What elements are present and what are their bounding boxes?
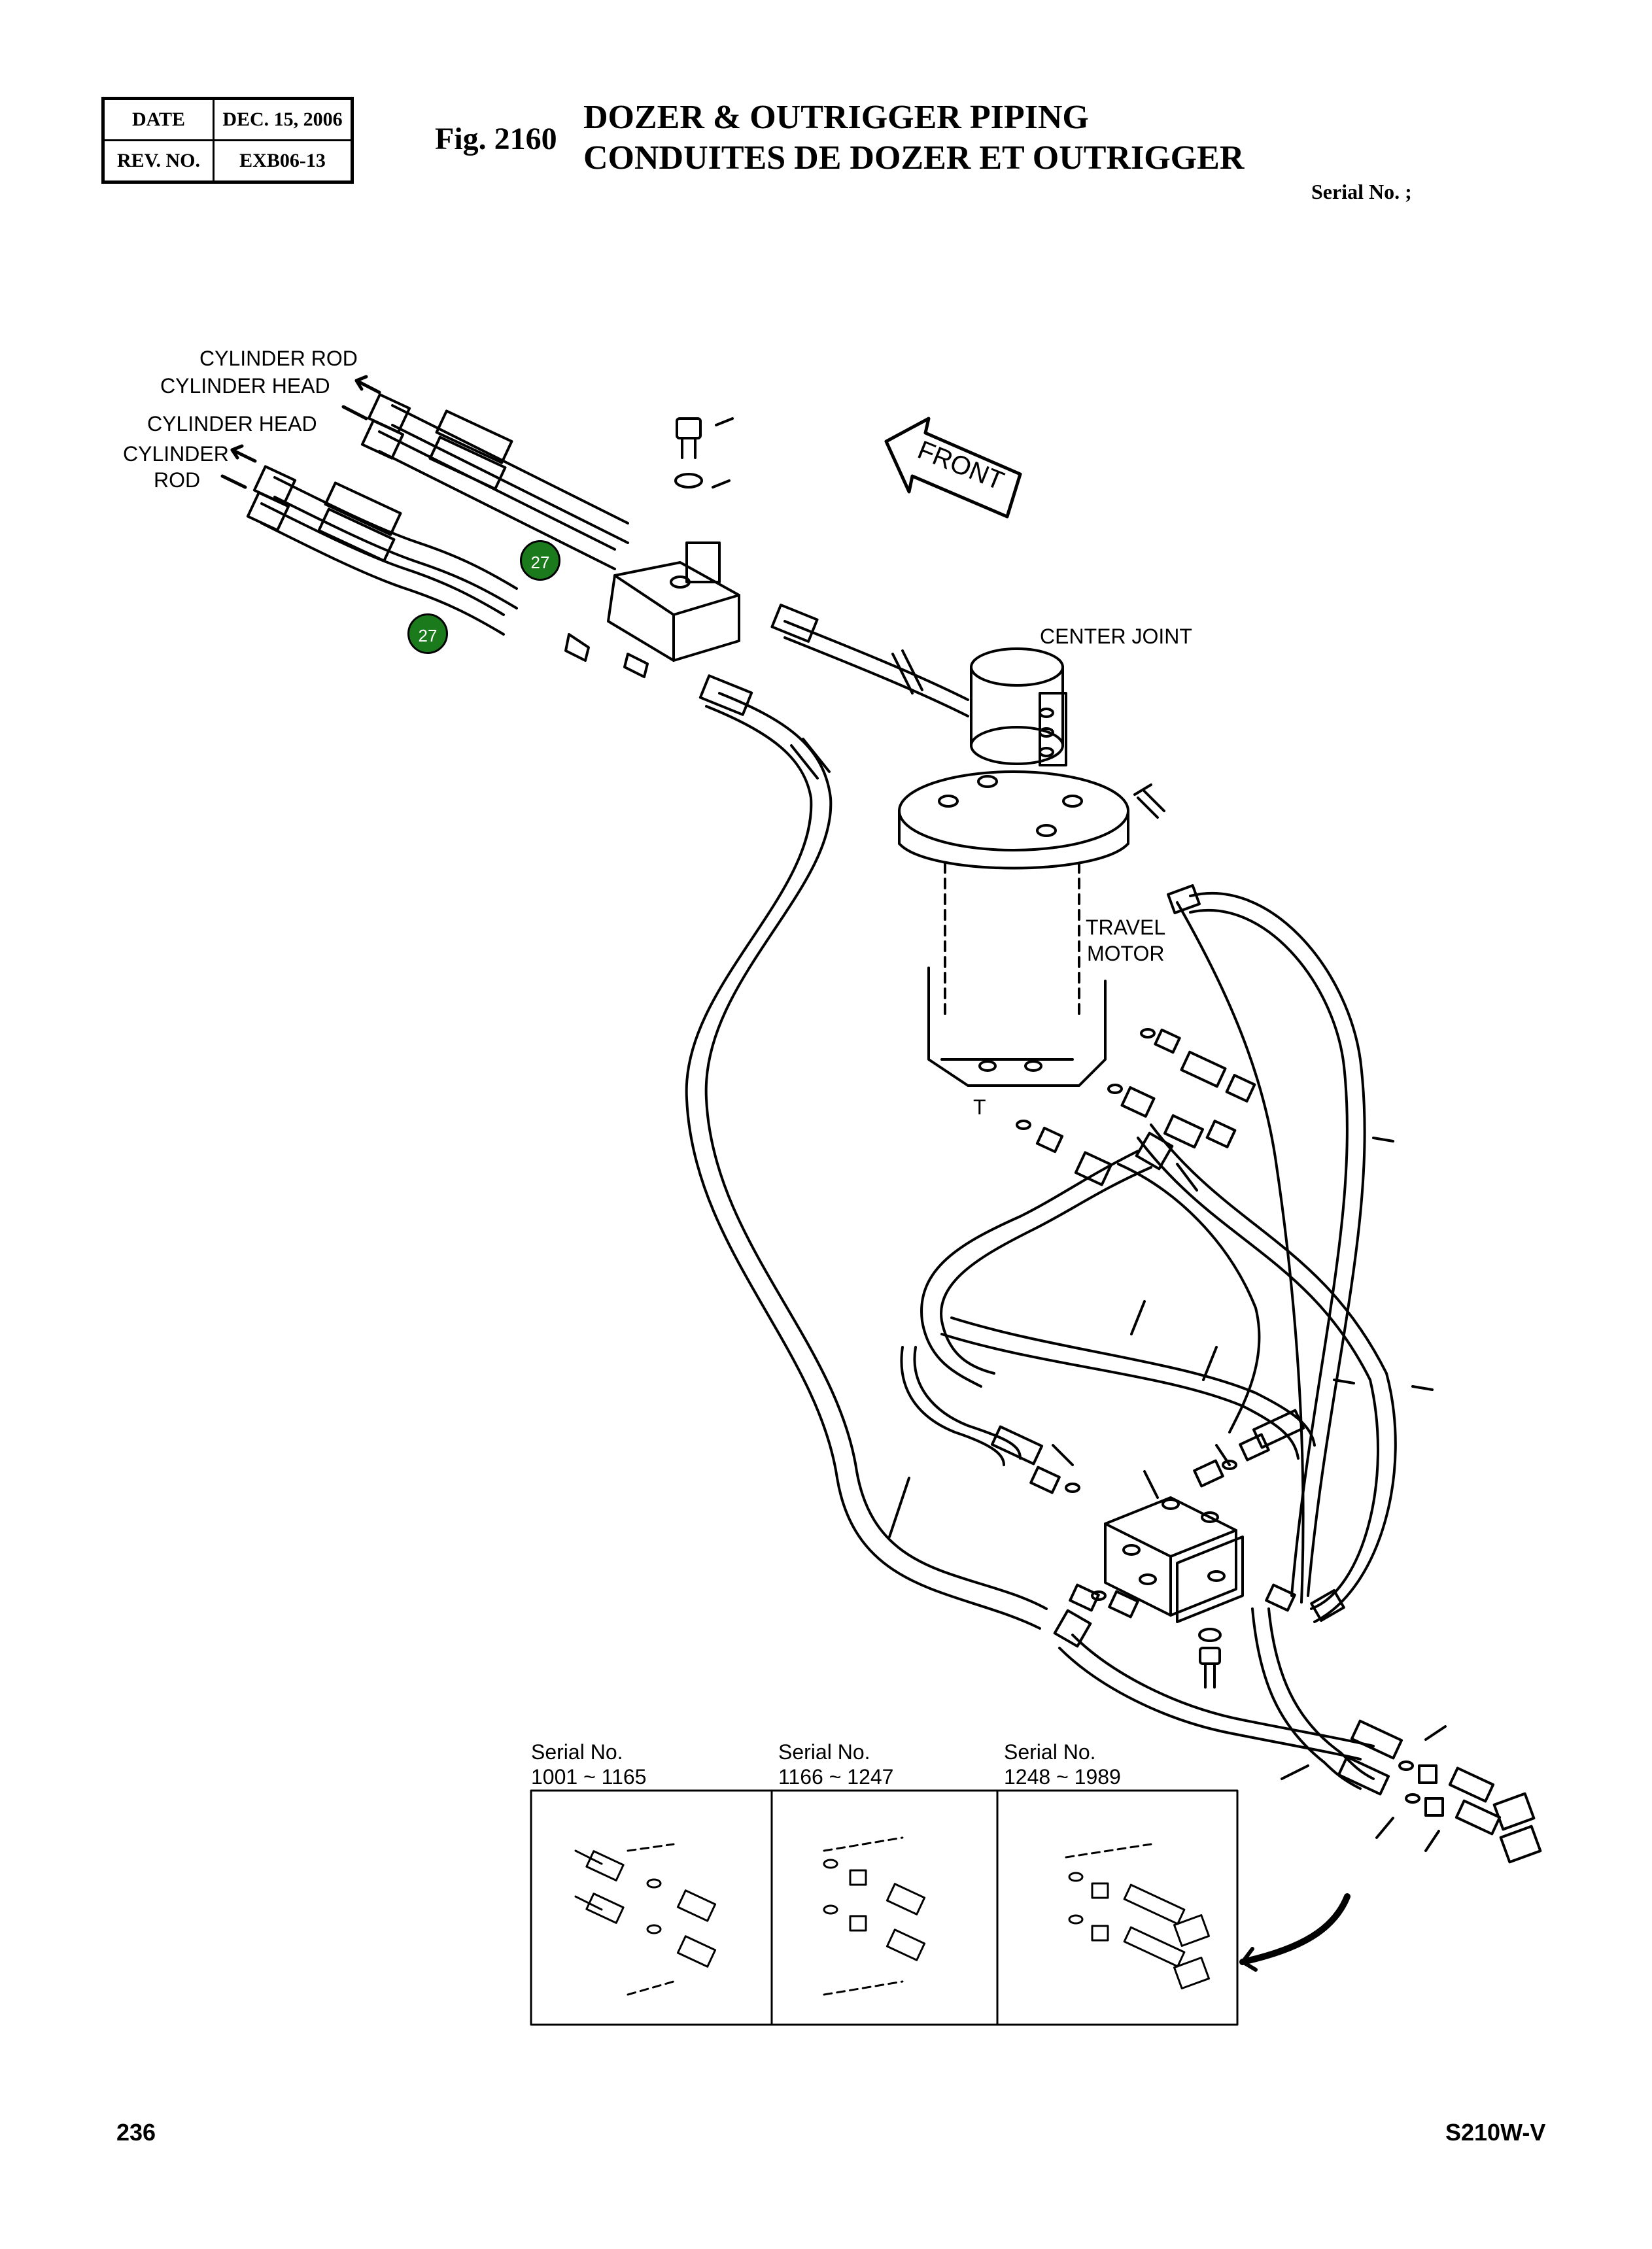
direction-arrows [220,375,381,489]
date-label: DATE [102,97,215,141]
serial-inset-box [530,1789,1239,2026]
inset-pointer-head [1241,1947,1258,1972]
label-cylinder-rod-2-line1: CYLINDER [123,442,229,466]
inset-panel-3-serial: Serial No. [1004,1740,1096,1764]
upper-hose-bundle [246,393,629,636]
inset-panel-3-label: Serial No. 1248 ~ 1989 [1004,1740,1121,1789]
model-code: S210W-V [1445,2119,1546,2146]
serial-number-header: Serial No. ; [1311,180,1412,203]
long-left-hose [685,674,1048,1630]
label-travel-motor-line1: TRAVEL [1086,916,1166,939]
hose-to-center-joint [770,604,969,717]
inset-panel-2-label: Serial No. 1166 ~ 1247 [778,1740,893,1789]
revision-table: DATE DEC. 15, 2006 REV. NO. EXB06-13 [101,97,354,184]
rev-label: REV. NO. [102,139,215,183]
inset-panel-1-range: 1001 ~ 1165 [531,1765,647,1789]
upper-manifold [564,541,740,678]
label-cylinder-head-1: CYLINDER HEAD [160,374,330,398]
date-value: DEC. 15, 2006 [213,97,353,141]
page-number: 236 [116,2119,156,2146]
lower-right-hoses [1058,1607,1542,1864]
title-english: DOZER & OUTRIGGER PIPING [583,99,1089,136]
label-t-port: T [973,1095,986,1119]
figure-number: Fig. 2160 [435,122,557,156]
inset-panel-2-serial: Serial No. [778,1740,870,1764]
inset-panel-2-range: 1166 ~ 1247 [778,1765,894,1789]
label-cylinder-rod-1: CYLINDER ROD [199,347,358,370]
label-center-joint: CENTER JOINT [1040,625,1192,648]
inset-panel-3-range: 1248 ~ 1989 [1004,1765,1121,1789]
rev-value: EXB06-13 [213,139,353,183]
right-hoses [1137,790,1434,1623]
title-french: CONDUITES DE DOZER ET OUTRIGGER [583,139,1245,177]
front-arrow [884,417,1022,519]
bolt-upper [674,417,734,489]
label-cylinder-rod-2-line2: ROD [154,468,201,492]
inset-panel-1-serial: Serial No. [531,1740,623,1764]
callout-27-upper: 27 [520,540,560,581]
label-cylinder-head-2: CYLINDER HEAD [147,412,317,436]
lower-valve-fittings [1029,1433,1345,1648]
lower-cross-hoses [900,1300,1316,1466]
travel-motor-fittings [920,1028,1261,1434]
center-joint [898,647,1152,1087]
callout-27-lower: 27 [407,613,448,654]
lower-valve-block [1104,1470,1244,1689]
inset-pointer-arrow [1239,1893,1351,1965]
label-travel-motor-line2: MOTOR [1087,942,1165,965]
inset-panel-1-label: Serial No. 1001 ~ 1165 [531,1740,646,1789]
